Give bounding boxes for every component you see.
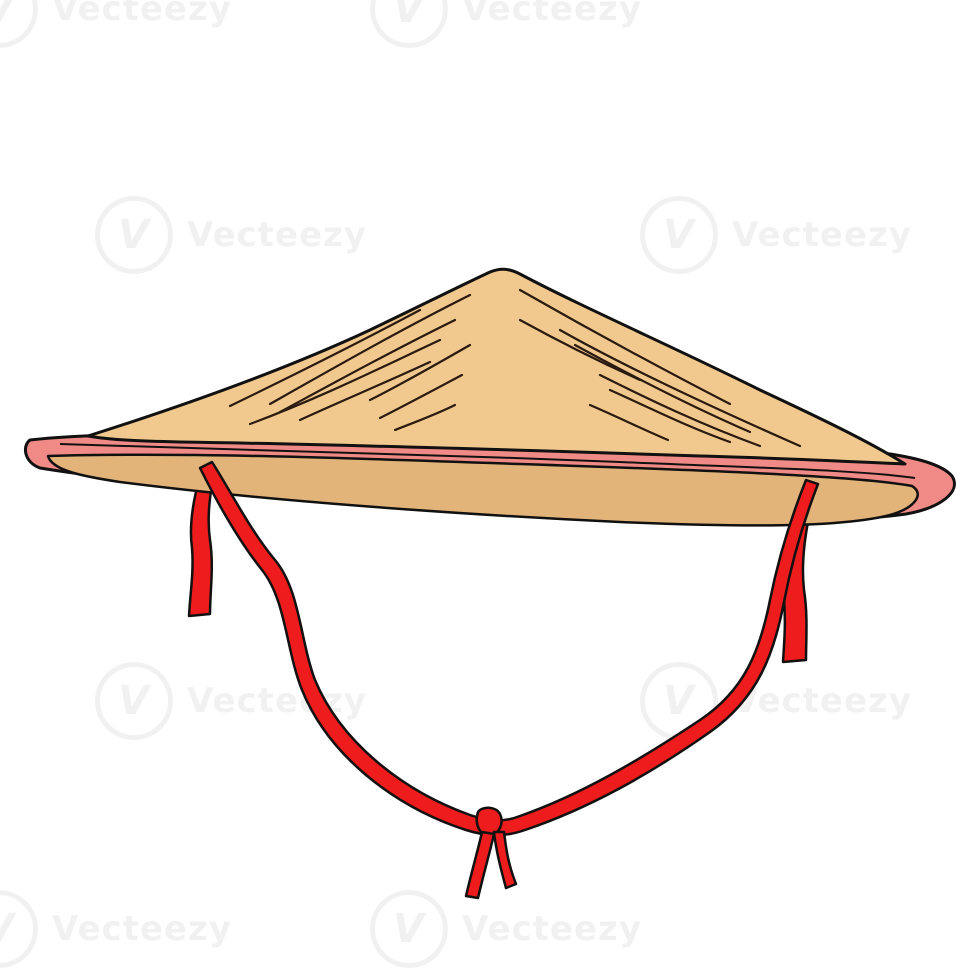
brim-inner-edge: [59, 443, 916, 479]
knot-tail-right: [492, 830, 518, 890]
straw-texture: [228, 288, 802, 448]
hat-cone: [86, 267, 907, 466]
strap-knot: [475, 806, 503, 838]
knot-tail-left: [464, 830, 496, 900]
left-strap-tail: [187, 460, 216, 618]
chin-strap: [198, 460, 820, 837]
